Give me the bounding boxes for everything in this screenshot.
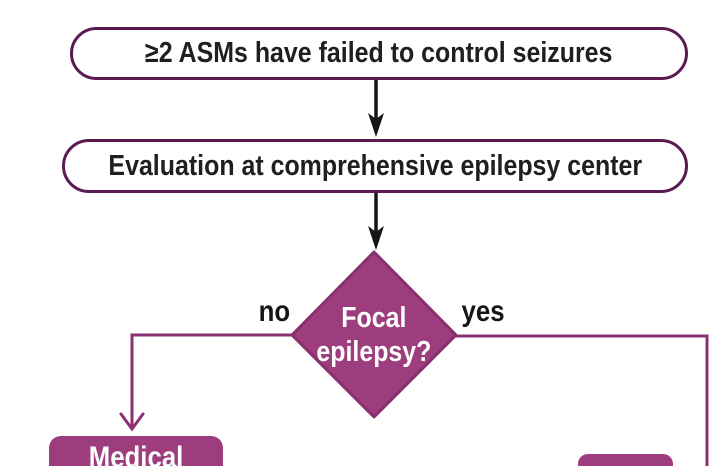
arrow-down-1 [368,80,384,137]
node-evaluation: Evaluation at comprehensive epilepsy cen… [62,139,688,193]
connector-no-branch [119,333,292,432]
decision-label-line1: Focal [341,301,407,334]
decision-diamond [290,250,458,419]
node-no-outcome: Medical [49,436,223,466]
connector-yes-branch [456,334,709,466]
branch-label-yes: yes [461,295,505,328]
node-yes-outcome [578,454,673,466]
decision-label-line2: epilepsy? [316,336,432,368]
branch-label-no: no [258,295,290,328]
node-evaluation-label: Evaluation at comprehensive epilepsy cen… [108,149,642,182]
node-decision-label: Focal epilepsy? [294,282,454,388]
node-criteria-label: ≥2 ASMs have failed to control seizures [145,37,613,69]
arrow-down-2 [368,193,384,250]
node-criteria: ≥2 ASMs have failed to control seizures [70,27,688,80]
node-no-outcome-label: Medical [88,441,184,466]
